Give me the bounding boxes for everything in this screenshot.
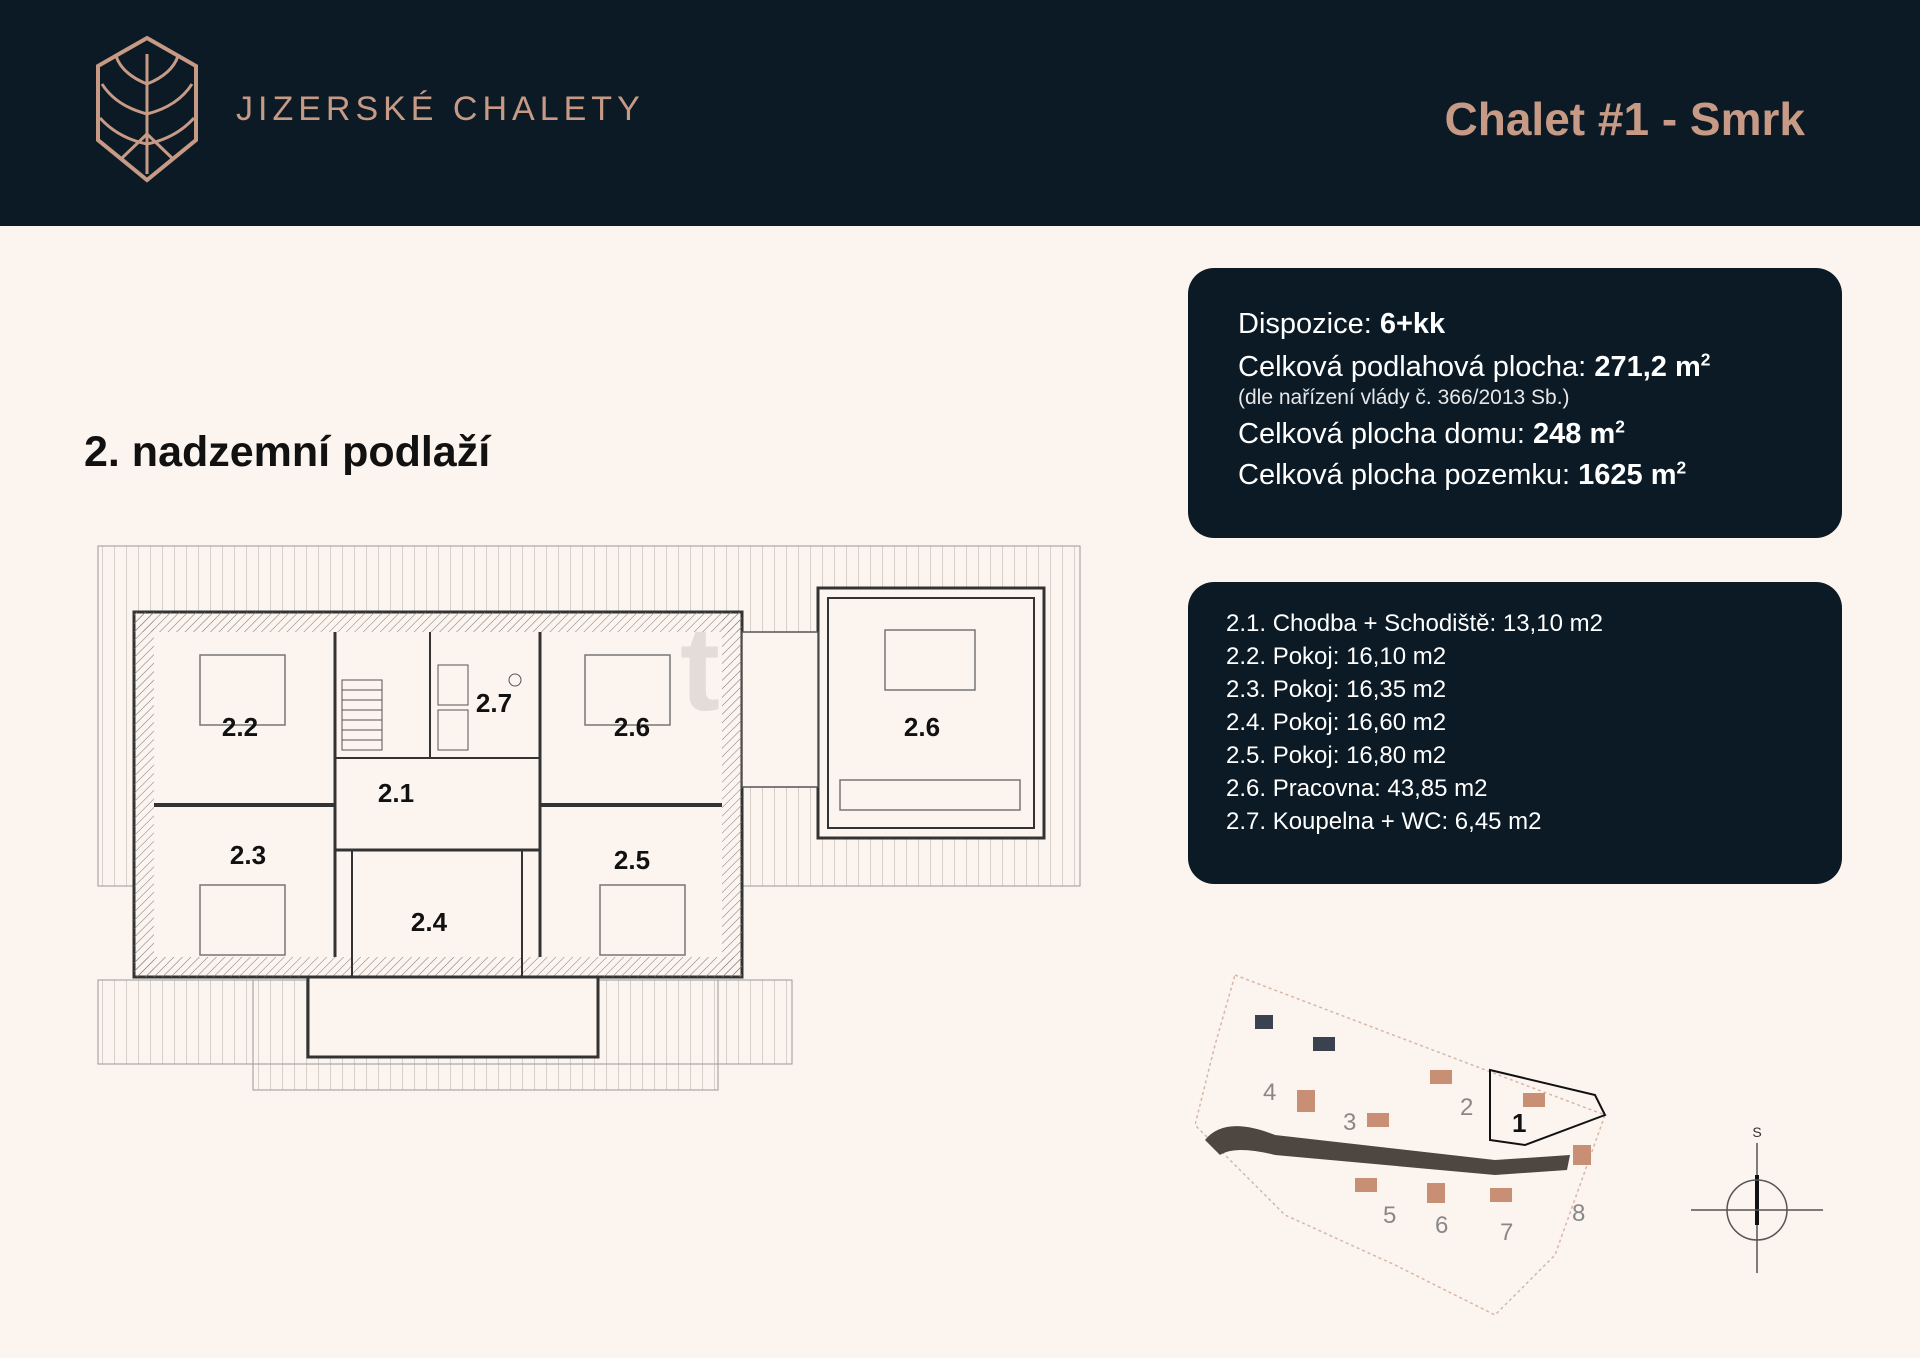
chalet-title: Chalet #1 - Smrk [1444,93,1805,145]
pozemek-value: 1625 m [1578,459,1677,491]
building-marker [1313,1037,1335,1051]
bed-furniture [199,884,286,956]
bed-furniture [884,629,976,691]
room-line: 2.2. Pokoj: 16,10 m2 [1226,643,1447,670]
plot-label: 2 [1460,1094,1473,1121]
wall-hatch [134,612,154,977]
building-marker [1490,1188,1512,1202]
plot-label: 3 [1343,1109,1356,1136]
bed-furniture [199,654,286,726]
building-marker [1430,1070,1452,1084]
podlahova-label: Celková podlahová plocha: [1238,351,1587,383]
building-marker [1255,1015,1273,1029]
access-road [1205,1126,1570,1175]
plot-label: 5 [1383,1202,1396,1229]
plot-label: 6 [1435,1212,1448,1239]
pozemek-label: Celková plocha pozemku: [1238,459,1571,491]
plot-label: 7 [1500,1219,1513,1246]
bed-furniture [584,654,671,726]
dum-label: Celková plocha domu: [1238,418,1525,450]
staircase [341,679,383,751]
rooms-box: 2.1. Chodba + Schodiště: 13,10 m2 2.2. P… [1188,582,1842,884]
podlahova-line: Celková podlahová plocha: 271,2 m2 [1238,351,1710,384]
wall-hatch [134,957,742,977]
room-label-2-2: 2.2 [222,712,258,742]
room-label-2-5: 2.5 [614,845,650,875]
room-line: 2.6. Pracovna: 43,85 m2 [1226,775,1488,802]
bay-outline [306,975,600,1059]
bed-furniture [599,884,686,956]
room-label-2-4: 2.4 [411,907,448,937]
plot-label: 8 [1572,1200,1585,1227]
header-bar: JIZERSKÉ CHALETY Chalet #1 - Smrk [0,0,1920,226]
room-line: 2.4. Pokoj: 16,60 m2 [1226,709,1447,736]
building-marker [1523,1093,1545,1107]
podlahova-note: (dle nařízení vlády č. 366/2013 Sb.) [1238,386,1570,409]
toilet-fixture [508,673,522,687]
site-boundary [1195,974,1606,1316]
room-line: 2.5. Pokoj: 16,80 m2 [1226,742,1447,769]
room-line: 2.3. Pokoj: 16,35 m2 [1226,676,1447,703]
dum-value: 248 m [1533,418,1616,450]
podlahova-unit-sup: 2 [1700,349,1711,370]
wall-hatch [134,612,742,632]
pozemek-line: Celková plocha pozemku: 1625 m2 [1238,459,1686,492]
compass-label: S [1752,1124,1761,1140]
compass-icon: S [1691,1124,1823,1273]
room-label-2-1: 2.1 [378,778,414,808]
podlahova-value: 271,2 m [1594,351,1701,383]
dum-unit-sup: 2 [1615,416,1625,437]
connector-corridor [741,631,819,788]
wardrobe-furniture [839,779,1021,811]
right-wing-inner [827,597,1035,829]
site-plan: 1 2 3 4 5 6 7 8 [1195,974,1607,1316]
building-marker [1573,1145,1591,1165]
summary-box: Dispozice: 6+kk Celková podlahová plocha… [1188,268,1842,538]
building-marker [1297,1090,1315,1112]
pozemek-unit-sup: 2 [1676,457,1687,478]
dispozice-line: Dispozice: 6+kk [1238,308,1445,341]
room-label-2-3: 2.3 [230,840,266,870]
brand-name: JIZERSKÉ CHALETY [236,90,645,128]
floor-title: 2. nadzemní podlaží [84,428,491,476]
shower-fixture [437,664,469,706]
plot-label: 4 [1263,1079,1276,1106]
watermark: t [680,602,726,736]
room-line: 2.1. Chodba + Schodiště: 13,10 m2 [1226,610,1603,637]
tub-fixture [437,709,469,751]
room-label-2-6-right: 2.6 [904,712,940,742]
room-label-2-6-left: 2.6 [614,712,650,742]
plot-1-outline [1489,1068,1607,1147]
room-label-2-7: 2.7 [476,688,512,718]
floor-plan: 2.2 2.3 2.1 2.4 2.7 2.6 2.5 2.6 [97,545,1081,1091]
tree-logo-icon [96,35,198,183]
building-marker [1427,1183,1445,1203]
room-line: 2.7. Koupelna + WC: 6,45 m2 [1226,808,1542,835]
dispozice-value: 6+kk [1379,308,1446,340]
wall-hatch [722,612,742,977]
dispozice-label: Dispozice: [1238,308,1372,340]
plot-label: 1 [1512,1108,1526,1138]
dum-line: Celková plocha domu: 248 m2 [1238,418,1625,451]
building-marker [1355,1178,1377,1192]
building-marker [1367,1113,1389,1127]
